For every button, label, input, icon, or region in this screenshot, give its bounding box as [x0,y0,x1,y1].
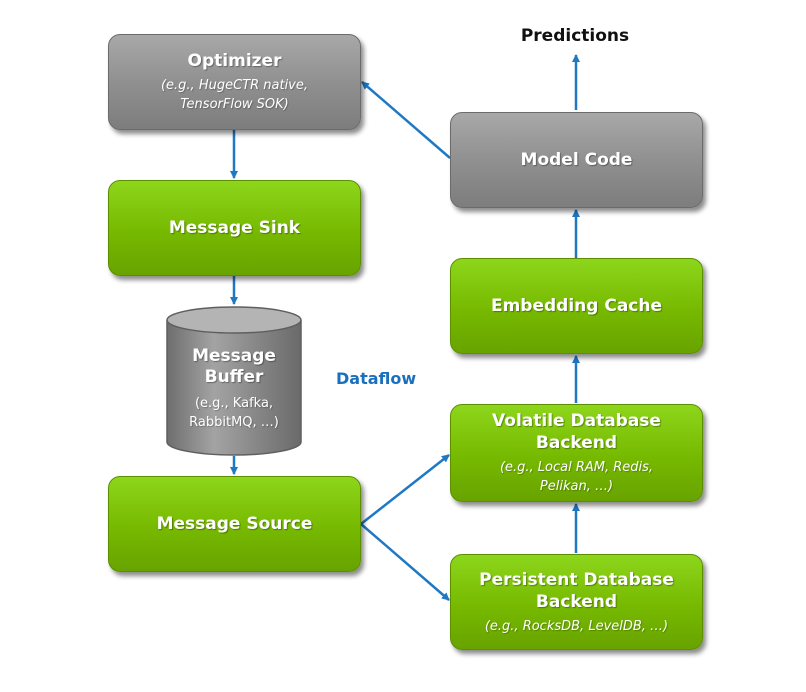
message-source-node: Message Source [108,476,361,572]
optimizer-subtitle-line2: TensorFlow SOK) [180,97,289,112]
persistent-db-title-line2: Backend [535,591,618,612]
persistent-db-title-line1: Persistent Database [479,569,674,590]
persistent-database-node: Persistent Database Backend (e.g., Rocks… [450,554,703,650]
volatile-db-subtitle-line2: Pelikan, …) [539,479,614,494]
predictions-label: Predictions [520,26,630,46]
dataflow-label: Dataflow [336,369,417,388]
message-buffer-title-line2: Buffer [204,367,264,387]
volatile-db-subtitle: (e.g., Local RAM, Redis, Pelikan, …) [500,458,653,496]
optimizer-subtitle-line1: (e.g., HugeCTR native, [160,78,309,93]
volatile-db-subtitle-line1: (e.g., Local RAM, Redis, [499,460,654,475]
persistent-db-subtitle: (e.g., RocksDB, LevelDB, …) [484,618,669,634]
message-sink-node: Message Sink [108,180,361,276]
optimizer-title: Optimizer [187,51,282,71]
arrow-modelcode-to-optimizer [361,81,451,159]
message-buffer-subtitle-line1: (e.g., Kafka, [194,396,274,411]
embedding-cache-node: Embedding Cache [450,258,703,354]
optimizer-subtitle: (e.g., HugeCTR native, TensorFlow SOK) [161,76,308,114]
volatile-database-node: Volatile Database Backend (e.g., Local R… [450,404,703,502]
model-code-title: Model Code [520,150,633,170]
optimizer-node: Optimizer (e.g., HugeCTR native, TensorF… [108,34,361,130]
message-source-title: Message Source [156,514,313,534]
model-code-node: Model Code [450,112,703,208]
arrow-source-to-persistent [360,523,450,601]
message-buffer-subtitle-line2: RabbitMQ, …) [189,415,279,430]
message-buffer-node: Message Buffer (e.g., Kafka, RabbitMQ, …… [166,346,302,432]
message-buffer-title-line1: Message [192,346,276,366]
message-sink-title: Message Sink [168,218,301,238]
message-buffer-cylinder [166,306,302,456]
volatile-db-title-line1: Volatile Database [492,411,661,431]
volatile-db-title-line2: Backend [535,433,618,453]
message-buffer-subtitle: (e.g., Kafka, RabbitMQ, …) [166,394,302,432]
embedding-cache-title: Embedding Cache [490,296,663,316]
arrow-source-to-volatile [360,454,450,525]
